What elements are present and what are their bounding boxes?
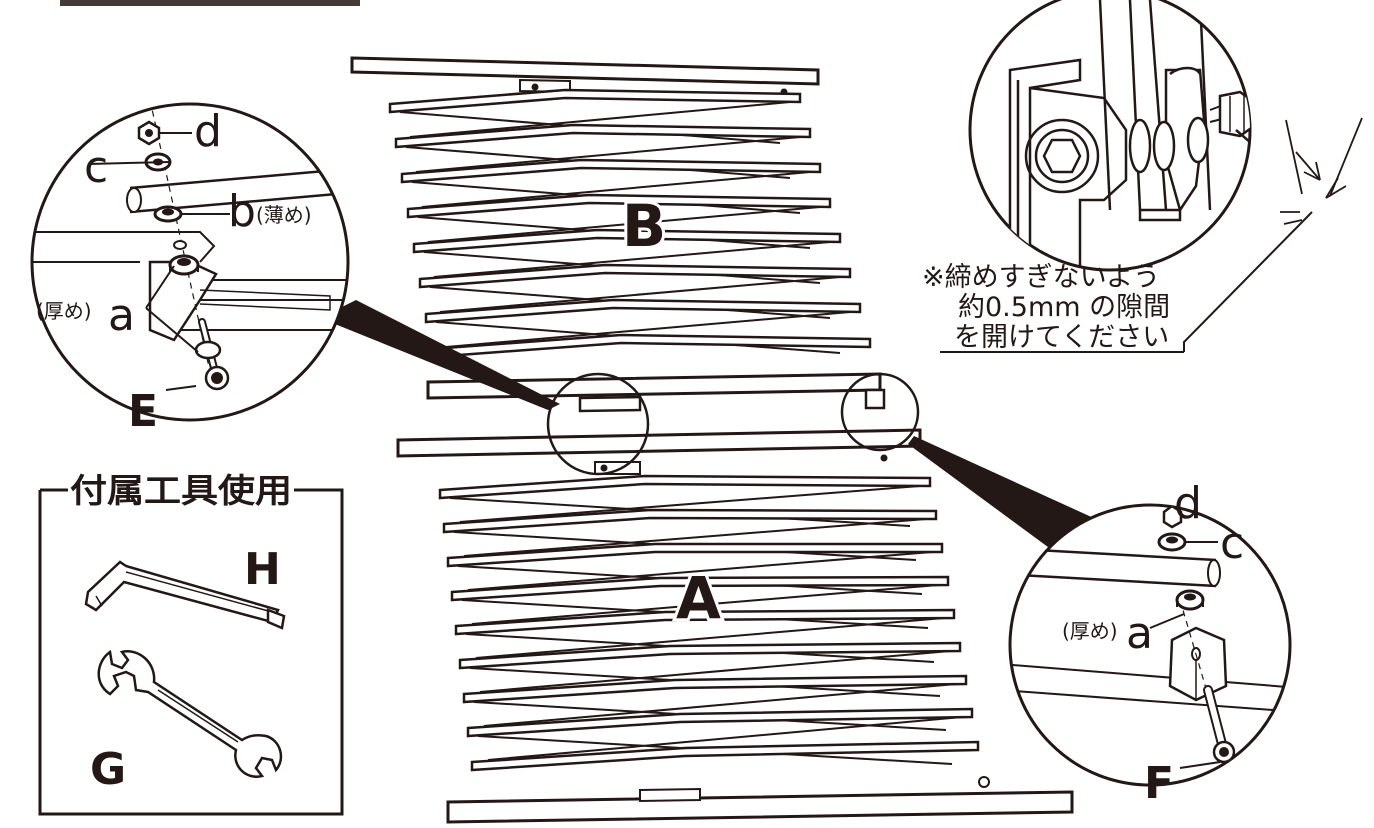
- lattice-lower-bar: [454, 608, 956, 636]
- lattice-upper-bar: [394, 123, 812, 149]
- label-spacer-thick-note-right: (厚め): [1062, 619, 1118, 643]
- note-line-1: ※締めすぎないよう: [922, 262, 1160, 293]
- locator-circle-right: [840, 372, 920, 452]
- label-spacer-thin-note: (薄め): [256, 203, 312, 227]
- lattice-upper-bar: [430, 333, 872, 359]
- lattice-lower-bar: [442, 508, 938, 534]
- note-line-2: 約0.5mm の隙間: [958, 292, 1170, 323]
- label-nut-right: d: [1174, 478, 1202, 529]
- gate-panel-upper: [350, 56, 886, 413]
- detail-E: [30, 102, 350, 422]
- label-bolt-right: F: [1144, 758, 1174, 809]
- lattice-lower-bar: [466, 707, 974, 738]
- label-nut-left: d: [194, 106, 222, 157]
- label-panel-lower: A: [676, 564, 721, 632]
- lattice-upper-bar: [412, 228, 842, 254]
- label-panel-upper: B: [622, 192, 666, 260]
- tools-box: 付属工具使用 H G: [38, 471, 344, 816]
- wrench-icon: [97, 649, 283, 778]
- label-hex-key: H: [244, 544, 281, 595]
- label-spacer-thick-note-left: (厚め): [36, 299, 92, 323]
- pointer-wedge-right: [908, 436, 1098, 550]
- label-spacer-thick-right: a: [1126, 608, 1153, 659]
- label-bolt-left: E: [128, 386, 158, 437]
- label-washer-right: c: [1220, 518, 1244, 569]
- lattice-upper-bar: [418, 263, 852, 289]
- tools-box-title: 付属工具使用: [70, 471, 292, 510]
- label-wrench: G: [90, 744, 126, 795]
- locator-circle-left: [546, 372, 650, 476]
- label-spacer-thin: b: [228, 186, 256, 237]
- lattice-upper-bar: [406, 193, 832, 219]
- label-washer-left: c: [84, 142, 108, 193]
- lattice-lower-bar: [462, 674, 968, 704]
- hex-key-icon: [84, 560, 286, 630]
- lattice-lower-bar: [438, 474, 932, 500]
- lattice-lower-bar: [446, 542, 944, 568]
- label-spacer-thick-left: a: [108, 290, 135, 341]
- note-line-3: を開けてください: [954, 322, 1169, 353]
- detail-F: [1008, 503, 1292, 787]
- note-leader: [1183, 211, 1313, 352]
- pointer-wedge-left: [320, 300, 560, 410]
- lattice-upper-bar: [400, 158, 822, 184]
- lattice-upper-bar: [424, 298, 862, 324]
- header-text-cut: [60, 0, 360, 6]
- gate-panel-lower: [396, 428, 1074, 824]
- lattice-upper-bar: [388, 88, 802, 114]
- lattice-lower-bar: [458, 641, 962, 670]
- detail-gap: [968, 0, 1363, 272]
- lattice-lower-bar: [470, 740, 980, 772]
- lattice-lower-bar: [450, 575, 950, 602]
